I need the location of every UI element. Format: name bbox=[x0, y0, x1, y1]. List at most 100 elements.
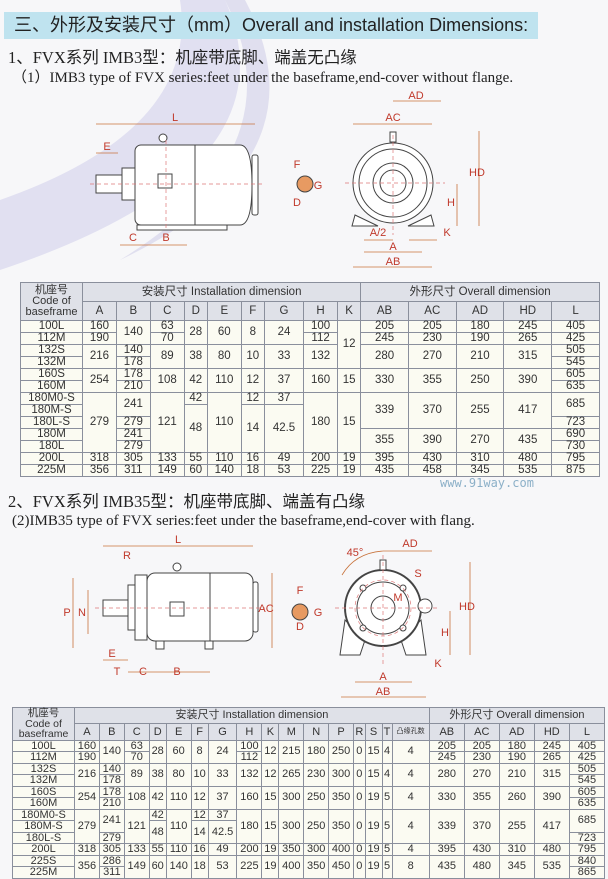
dimension-cell: 685 bbox=[568, 808, 606, 833]
dimension-cell: 178 bbox=[98, 785, 125, 798]
dim-label-F: F bbox=[297, 585, 304, 597]
header-code-code: 机座号 bbox=[35, 284, 68, 296]
header-group-install: 安装尺寸 Installation dimension bbox=[74, 706, 430, 725]
dimension-cell: 390 bbox=[533, 785, 570, 810]
dimension-cell: 355 bbox=[463, 785, 500, 810]
dimension-cell: 12 bbox=[190, 785, 209, 810]
baseframe-code-cell: 160M bbox=[12, 797, 75, 810]
baseframe-code-cell: 160S bbox=[20, 368, 83, 381]
dimension-cell: 140 bbox=[206, 464, 242, 477]
baseframe-code-cell: 132S bbox=[20, 344, 83, 357]
dimension-cell: 270 bbox=[463, 762, 500, 787]
watermark: www.91way.com bbox=[440, 476, 534, 490]
dimension-cell: 10 bbox=[190, 762, 209, 787]
dimension-cell: 370 bbox=[407, 392, 457, 429]
dimension-cell: 505 bbox=[551, 344, 600, 357]
dimension-cell: 255 bbox=[455, 392, 505, 429]
dimension-cell: 4 bbox=[391, 808, 430, 844]
dim-label-H: H bbox=[447, 197, 455, 209]
dimension-cell: 53 bbox=[207, 854, 238, 879]
baseframe-code-cell: 225S bbox=[12, 854, 75, 867]
dimension-cell: 12 bbox=[240, 368, 265, 393]
dimension-cell: 5 bbox=[381, 785, 393, 810]
dim-label-T: T bbox=[114, 666, 121, 678]
dim-label-M: M bbox=[393, 592, 402, 604]
dimension-cell: 149 bbox=[149, 464, 185, 477]
dimension-cell: 37 bbox=[207, 808, 238, 821]
dimension-cell: 60 bbox=[148, 854, 167, 879]
column-header: AC bbox=[407, 301, 457, 321]
dimension-cell: 5 bbox=[381, 843, 393, 856]
baseframe-code-cell: 180L-S bbox=[20, 416, 83, 429]
dimension-cell: 140 bbox=[98, 762, 125, 775]
dimension-cell: 270 bbox=[407, 344, 457, 369]
dimension-cell: 19 bbox=[261, 843, 280, 856]
section1-heading-en: （1）IMB3 type of FVX series:feet under th… bbox=[12, 70, 514, 86]
dimension-cell: 350 bbox=[328, 785, 355, 810]
dimension-cell: 18 bbox=[190, 854, 209, 879]
column-header: AB bbox=[360, 301, 409, 321]
dimension-cell: 480 bbox=[533, 843, 570, 856]
dimension-cell: 42 bbox=[183, 368, 208, 393]
section1-heading-cn: 1、FVX系列 IMB3型：机座带底脚、端盖无凸缘 bbox=[8, 48, 357, 67]
dimension-cell: 5 bbox=[381, 854, 393, 879]
dimension-cell: 140 bbox=[115, 320, 151, 345]
dimension-cell: 356 bbox=[74, 854, 100, 879]
dimension-cell: 350 bbox=[328, 808, 355, 844]
dimension-cell: 28 bbox=[148, 739, 167, 764]
dimension-cell: 48 bbox=[183, 404, 208, 453]
dimension-cell: 49 bbox=[207, 843, 238, 856]
dimension-cell: 305 bbox=[115, 452, 151, 465]
dimension-cell: 53 bbox=[263, 464, 305, 477]
dimension-cell: 178 bbox=[115, 368, 151, 381]
dimension-cell: 121 bbox=[149, 392, 185, 453]
dim-label-A: A bbox=[379, 671, 387, 683]
dimension-cell: 279 bbox=[82, 392, 117, 453]
dimension-cell: 254 bbox=[82, 368, 117, 393]
baseframe-code-cell: 200L bbox=[12, 843, 75, 856]
dimension-cell: 112 bbox=[236, 751, 263, 764]
dimension-cell: 230 bbox=[463, 751, 500, 764]
dimension-cell: 14 bbox=[240, 404, 265, 453]
baseframe-code-cell: 112M bbox=[12, 751, 75, 764]
dim-label-AD: AD bbox=[402, 538, 417, 550]
dimension-cell: 270 bbox=[455, 428, 505, 453]
dimension-cell: 80 bbox=[165, 762, 192, 787]
dim-label-F: F bbox=[294, 159, 301, 171]
dimension-cell: 19 bbox=[364, 854, 383, 879]
dimension-cell: 4 bbox=[391, 739, 430, 764]
header-code-code_en1: Code of bbox=[32, 295, 71, 307]
baseframe-code-cell: 180M0-S bbox=[12, 808, 75, 821]
dimension-cell: 18 bbox=[240, 464, 265, 477]
dimension-cell: 286 bbox=[98, 854, 125, 867]
dimension-cell: 430 bbox=[463, 843, 500, 856]
dimension-cell: 19 bbox=[364, 785, 383, 810]
dimension-cell: 545 bbox=[568, 774, 606, 787]
dimension-cell: 4 bbox=[381, 739, 393, 764]
column-header: 凸缘孔数 bbox=[391, 723, 430, 741]
dimension-cell: 110 bbox=[165, 785, 192, 810]
dimension-cell: 0 bbox=[353, 762, 366, 787]
dimension-cell: 345 bbox=[498, 854, 535, 879]
dimension-cell: 37 bbox=[207, 785, 238, 810]
dimension-cell: 395 bbox=[428, 843, 465, 856]
dim-label-P: P bbox=[63, 607, 70, 619]
dimension-cell: 28 bbox=[183, 320, 208, 345]
dimension-cell: 178 bbox=[115, 356, 151, 369]
section2-heading-cn: 2、FVX系列 IMB35型：机座带底脚、端盖有凸缘 bbox=[8, 492, 366, 511]
dim-label-AC: AC bbox=[385, 112, 400, 124]
column-header: C bbox=[123, 723, 150, 741]
dimension-cell: 280 bbox=[360, 344, 409, 369]
baseframe-code-cell: 180L bbox=[20, 440, 83, 453]
dimension-cell: 215 bbox=[278, 739, 305, 764]
dimension-cell: 339 bbox=[428, 808, 465, 844]
dim-label-angle: 45° bbox=[347, 547, 364, 559]
dimension-cell: 190 bbox=[498, 751, 535, 764]
